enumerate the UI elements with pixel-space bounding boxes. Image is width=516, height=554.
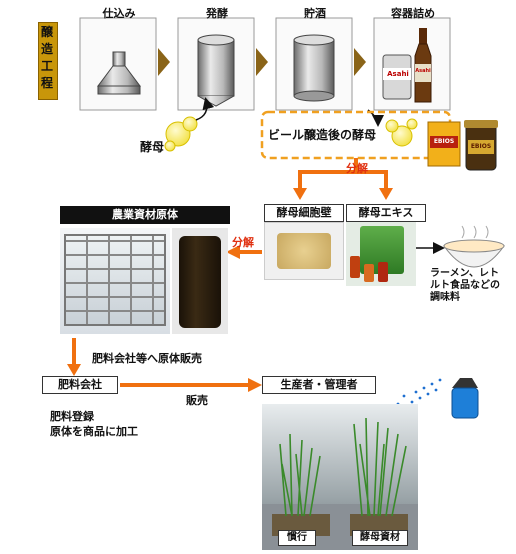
beer-bottle-icon bbox=[414, 28, 432, 103]
stage-label-packaging: 容器詰め bbox=[391, 7, 435, 20]
fertilizer-company-box: 肥料会社 bbox=[42, 376, 118, 394]
extract-photo bbox=[346, 222, 416, 286]
fermentation-tank-icon bbox=[197, 34, 235, 107]
producers-box: 生産者・管理者 bbox=[262, 376, 376, 394]
mash-tun-icon bbox=[97, 51, 141, 95]
raw-material-jar-photo bbox=[172, 228, 228, 334]
yeast-arrow bbox=[195, 97, 215, 121]
ebios-jar-label: EBIOS bbox=[470, 143, 492, 150]
ebios-box-icon bbox=[427, 121, 461, 167]
stage-label-ferment: 発酵 bbox=[206, 7, 228, 20]
rice-trial-photo bbox=[262, 404, 418, 550]
spent-yeast-cells-icon bbox=[385, 118, 418, 147]
beer-can-icon bbox=[382, 54, 412, 100]
extract-label: 酵母エキス bbox=[346, 204, 426, 222]
process-label-text: 醸造工程 bbox=[40, 25, 53, 90]
decompose-label-2: 分解 bbox=[232, 236, 254, 249]
seasoning-label: ラーメン、レトルト食品などの調味料 bbox=[430, 268, 500, 303]
storage-tank-icon bbox=[293, 34, 335, 102]
stage-label-storage: 貯酒 bbox=[304, 7, 326, 20]
sell-down-arrow bbox=[67, 364, 81, 376]
can-brand: Asahi bbox=[387, 70, 409, 78]
ebios-jar-icon bbox=[464, 120, 498, 171]
decompose-arrow-2 bbox=[226, 245, 240, 259]
ibc-tote-photo bbox=[60, 228, 170, 334]
chevron-1 bbox=[158, 48, 170, 76]
raw-material-title: 農業資材原体 bbox=[60, 206, 230, 224]
sales-arrow bbox=[248, 378, 262, 392]
fertilizer-note-1: 肥料登録 bbox=[50, 410, 94, 423]
fertilizer-note-2: 原体を商品に加工 bbox=[50, 425, 138, 438]
bottle-brand: Asahi bbox=[415, 68, 431, 74]
stage-label-prep: 仕込み bbox=[102, 7, 136, 20]
chevron-3 bbox=[354, 48, 366, 76]
sale-note: 肥料会社等へ原体販売 bbox=[92, 352, 202, 365]
cell-wall-label: 酵母細胞壁 bbox=[264, 204, 344, 222]
decompose-arrows bbox=[298, 158, 388, 190]
yeast-label: 酵母 bbox=[140, 140, 165, 154]
plot-label-conventional: 慣行 bbox=[278, 530, 316, 546]
decompose-label: 分解 bbox=[346, 162, 368, 175]
ebios-box-label: EBIOS bbox=[433, 138, 455, 145]
spent-yeast-label: ビール醸造後の酵母 bbox=[268, 128, 377, 142]
plot-label-yeast: 酵母資材 bbox=[352, 530, 408, 546]
ramen-bowl-icon bbox=[443, 225, 505, 268]
yeast-cells-icon bbox=[164, 116, 198, 152]
process-label bbox=[38, 22, 58, 100]
chevron-2 bbox=[256, 48, 268, 76]
cell-wall-photo bbox=[264, 222, 344, 280]
sales-label: 販売 bbox=[186, 394, 208, 407]
